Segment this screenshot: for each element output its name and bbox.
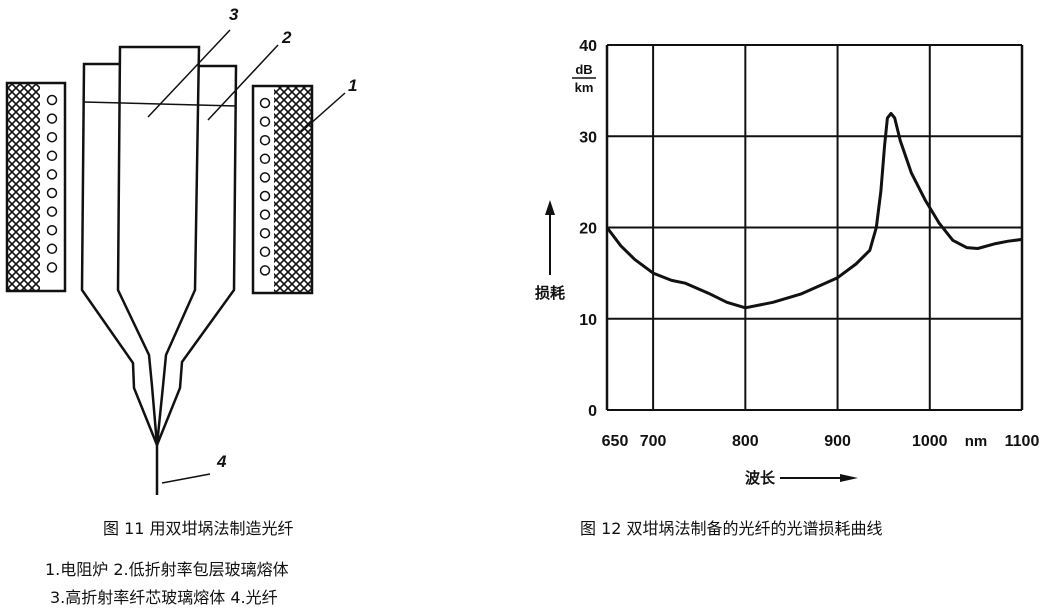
- figure11-caption: 图 11 用双坩埚法制造光纤: [103, 519, 294, 538]
- heating-coil-icon: [259, 190, 271, 202]
- label-1: 1: [348, 76, 357, 95]
- y-axis-label: 损耗: [535, 284, 565, 302]
- x-tick-label: 700: [640, 433, 667, 450]
- heating-coil-icon: [46, 131, 58, 143]
- x-tick-label: 1000: [912, 433, 948, 450]
- y-tick-label: 10: [579, 312, 597, 329]
- heating-coil-icon: [259, 227, 271, 239]
- x-unit-label: nm: [965, 433, 988, 450]
- label-3: 3: [229, 5, 239, 24]
- arrow-right-icon: [840, 474, 858, 482]
- heating-coil-icon: [46, 206, 58, 217]
- heating-coil-icon: [259, 265, 271, 276]
- heating-coil-icon: [259, 134, 271, 146]
- label-4: 4: [216, 452, 227, 471]
- figure11-legend-line1: 1.电阻炉 2.低折射率包层玻璃熔体: [45, 560, 289, 579]
- heating-coil-icon: [46, 169, 58, 180]
- leader-lines: [147, 29, 346, 484]
- heating-coil-icon: [46, 187, 58, 199]
- x-tick-label: 650: [602, 433, 629, 450]
- heating-coil-icon: [46, 262, 58, 273]
- resistance-furnace-right: [251, 84, 314, 295]
- resistance-furnace-left: [5, 81, 67, 293]
- outer-crucible: [80, 62, 238, 449]
- y-tick-label: 0: [588, 403, 597, 420]
- loss-curve: [605, 111, 1023, 310]
- arrow-up-icon: [545, 200, 555, 215]
- heating-coil-icon: [46, 150, 58, 162]
- heating-coil-icon: [259, 116, 271, 127]
- y-tick-label: 30: [579, 129, 597, 146]
- heating-coil-icon: [46, 224, 58, 236]
- figure12-caption: 图 12 双坩埚法制备的光纤的光谱损耗曲线: [580, 519, 883, 538]
- x-tick-label: 1100: [1005, 433, 1040, 450]
- y-unit-numerator: dB: [575, 62, 592, 77]
- x-tick-label: 800: [732, 433, 759, 450]
- heating-coil-icon: [259, 97, 271, 109]
- heating-coil-icon: [259, 153, 271, 165]
- heating-coil-icon: [46, 243, 58, 255]
- heating-coil-icon: [259, 172, 271, 183]
- double-crucible-diagram: [5, 29, 346, 495]
- x-tick-label: 900: [824, 433, 851, 450]
- inner-crucible: [116, 45, 201, 446]
- heating-coil-icon: [259, 209, 271, 220]
- heating-coil-icon: [259, 246, 271, 258]
- y-unit-denominator: km: [575, 80, 594, 95]
- heating-coil-icon: [46, 94, 58, 106]
- y-tick-label: 40: [579, 38, 597, 55]
- y-tick-label: 20: [579, 221, 597, 238]
- x-axis-label: 波长: [745, 469, 776, 487]
- label-2: 2: [281, 28, 292, 47]
- figure11-legend-line2: 3.高折射率纤芯玻璃熔体 4.光纤: [50, 588, 278, 607]
- heating-coil-icon: [46, 113, 58, 124]
